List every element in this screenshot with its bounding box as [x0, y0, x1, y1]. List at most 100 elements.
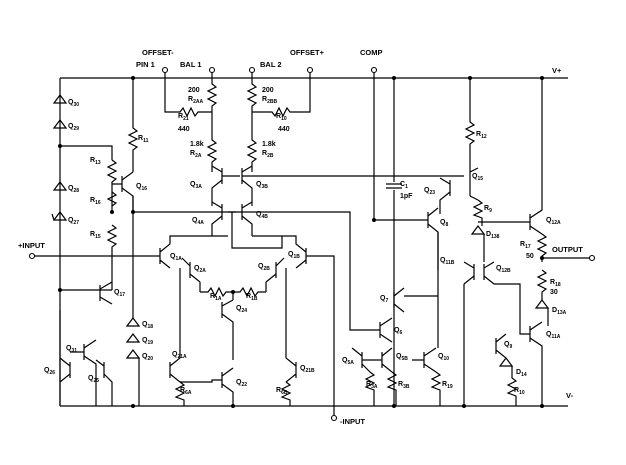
diode-q28: [52, 181, 68, 191]
label-r15: R15: [90, 231, 101, 240]
diode-q18: [125, 317, 141, 327]
diode-q30: [52, 94, 68, 104]
label-r12: R12: [476, 131, 487, 140]
label-q24: Q24: [236, 305, 247, 314]
bal1-terminal[interactable]: [208, 66, 216, 74]
offset-network: [161, 66, 378, 249]
diode-d14: [498, 357, 518, 406]
component-labels: Q30 Q29 Q28 Q27 R11 R13 R16 R15 Q16 Q17 …: [44, 87, 567, 396]
label-q9: Q9: [504, 341, 512, 350]
label-q21b: Q21B: [300, 365, 315, 374]
offset-minus-label: OFFSET-: [142, 48, 174, 57]
label-r11: R11: [138, 135, 149, 144]
label-r6b: R6B: [276, 387, 288, 396]
label-r19: R19: [442, 381, 453, 390]
label-q18: Q18: [142, 321, 153, 330]
label-r6a: R6A: [180, 387, 192, 396]
label-q21a: Q21A: [172, 351, 187, 360]
label-q30: Q30: [68, 99, 79, 108]
label-r2a: R2A: [190, 150, 202, 159]
label-q22: Q22: [236, 379, 247, 388]
label-q25: Q25: [88, 375, 99, 384]
label-q5b: Q5B: [396, 353, 408, 362]
supply-rails: [59, 77, 568, 407]
label-q3a: Q3A: [190, 181, 202, 190]
label-q16: Q16: [136, 183, 147, 192]
label-q15: Q15: [472, 173, 483, 182]
diode-d138: [470, 225, 486, 262]
label-q23: Q23: [424, 187, 435, 196]
input-minus-label: -INPUT: [340, 417, 365, 426]
input-plus-label: +INPUT: [18, 241, 45, 250]
output-label: OUTPUT: [552, 245, 583, 254]
label-r21: R21: [178, 113, 189, 122]
label-r2b: R2B: [262, 150, 274, 159]
left-bias-network: [51, 78, 351, 406]
label-r10: R10: [276, 113, 287, 122]
vplus-label: V+: [552, 66, 562, 75]
input-plus-terminal[interactable]: [28, 252, 36, 260]
label-r16: R16: [90, 197, 101, 206]
value-r2b: 1.8k: [262, 141, 276, 148]
label-r17: R17: [520, 241, 531, 250]
comp-label: COMP: [360, 48, 383, 57]
label-q4a: Q4A: [192, 217, 204, 226]
value-r2bb: 200: [262, 87, 274, 94]
diode-d13a: [534, 299, 550, 326]
label-r2bb: R2BB: [262, 96, 277, 105]
junction-dots: [58, 76, 544, 408]
label-r1a: R1A: [210, 293, 222, 302]
output-terminal[interactable]: [588, 254, 596, 262]
offset-plus-terminal[interactable]: [306, 66, 314, 74]
label-d14: D14: [516, 369, 527, 378]
bal2-label: BAL 2: [260, 60, 282, 69]
label-q11a: Q11A: [546, 331, 561, 340]
diode-q20: [125, 349, 141, 406]
input-stage: [28, 235, 338, 422]
label-q19: Q19: [142, 337, 153, 346]
vminus-label: V-: [566, 391, 574, 400]
comp-terminal[interactable]: [370, 66, 378, 74]
bal2-terminal[interactable]: [248, 66, 256, 74]
label-r3a: R3A: [366, 381, 378, 390]
label-q31: Q31: [66, 345, 77, 354]
label-r13: R13: [90, 157, 101, 166]
label-q3b: Q3B: [256, 181, 268, 190]
diode-q19: [125, 333, 141, 343]
input-minus-terminal[interactable]: [330, 414, 338, 422]
label-d13a: D13A: [552, 307, 567, 316]
value-r2aa: 200: [188, 87, 200, 94]
value-r18: 30: [550, 289, 558, 296]
label-r3b: R3B: [398, 381, 410, 390]
label-q27: Q27: [68, 217, 79, 226]
diode-q29: [52, 119, 68, 129]
label-q17: Q17: [114, 289, 125, 298]
label-c1: C1: [400, 181, 408, 190]
label-q20: Q20: [142, 353, 153, 362]
label-d138: D138: [486, 231, 500, 240]
label-q7: Q7: [380, 295, 388, 304]
output-stage: [300, 78, 596, 406]
label-r1b: R1B: [246, 293, 258, 302]
label-q10: Q10: [438, 353, 449, 362]
label-r10-lower: R10: [514, 387, 525, 396]
label-r9: R9: [484, 205, 492, 214]
pin1-label: PIN 1: [136, 60, 155, 69]
label-q12a: Q12A: [546, 217, 561, 226]
value-r2a: 1.8k: [190, 141, 204, 148]
label-r2aa: R2AA: [188, 96, 203, 105]
value-r21: 440: [178, 126, 190, 133]
label-q4b: Q4B: [256, 211, 268, 220]
label-q29: Q29: [68, 123, 79, 132]
label-q6: Q6: [394, 327, 402, 336]
label-q26: Q26: [44, 367, 55, 376]
offset-minus-terminal[interactable]: [161, 66, 169, 74]
label-q2b: Q2B: [258, 263, 270, 272]
label-q2a: Q2A: [194, 265, 206, 274]
offset-plus-label: OFFSET+: [290, 48, 325, 57]
pin-labels: OFFSET- PIN 1 BAL 1 BAL 2 OFFSET+ COMP V…: [18, 48, 583, 426]
bal1-label: BAL 1: [180, 60, 202, 69]
label-r18: R18: [550, 279, 561, 288]
